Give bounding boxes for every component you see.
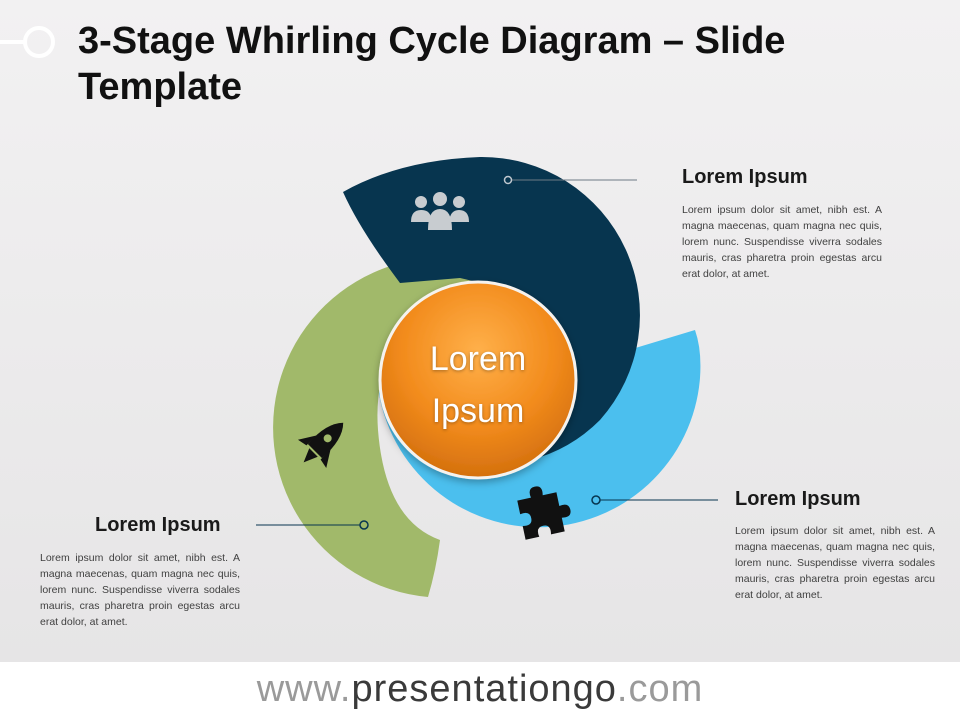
puzzle-icon	[517, 486, 571, 540]
center-label-line2: Ipsum	[431, 392, 525, 430]
footer-url[interactable]: www.presentationgo.com	[0, 668, 960, 711]
people-icon	[411, 192, 469, 230]
center-circle	[378, 280, 578, 480]
stage-left-heading: Lorem Ipsum	[95, 514, 221, 536]
page-title: 3-Stage Whirling Cycle Diagram – Slide T…	[78, 20, 786, 108]
url-suffix: .com	[616, 668, 704, 710]
url-brand: presentationgo	[351, 668, 617, 710]
cycle-diagram	[0, 26, 718, 597]
center-label: Lorem Ipsum	[380, 333, 576, 437]
center-label-line1: Lorem	[429, 340, 527, 378]
stage-top-body: Lorem ipsum dolor sit amet, nibh est. A …	[682, 204, 882, 280]
segment-left	[273, 257, 540, 597]
ring-decoration-icon	[0, 26, 55, 58]
footer-bar	[0, 662, 960, 720]
rocket-icon	[297, 422, 344, 469]
url-prefix: www.	[256, 668, 352, 710]
connector-top	[503, 175, 637, 185]
stage-right-body: Lorem ipsum dolor sit amet, nibh est. A …	[735, 525, 935, 601]
connector-right	[591, 495, 718, 505]
stage-top-heading: Lorem Ipsum	[682, 166, 808, 188]
connector-left	[256, 520, 369, 530]
stage-right-heading: Lorem Ipsum	[735, 488, 861, 510]
stage-left-body: Lorem ipsum dolor sit amet, nibh est. A …	[40, 552, 240, 628]
